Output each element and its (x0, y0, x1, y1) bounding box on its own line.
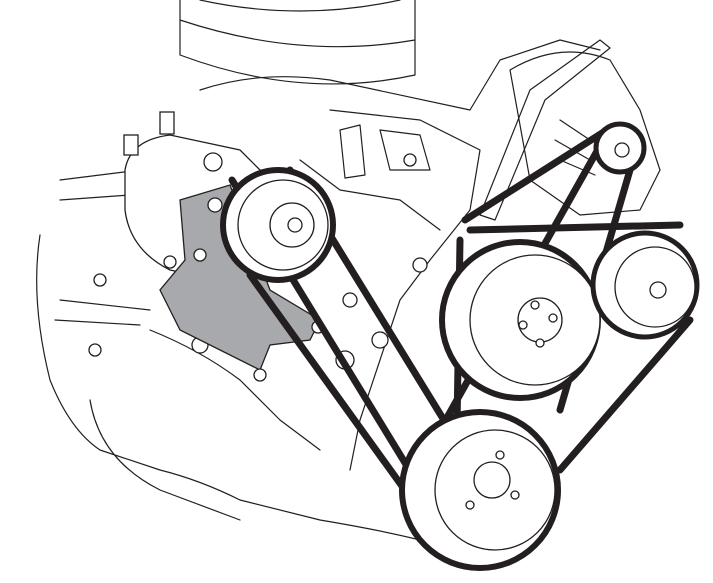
water-pump-pulley (439, 239, 601, 401)
compressor-pulley (220, 167, 336, 283)
alternator (479, 39, 661, 221)
power-steering-pulley (590, 230, 700, 340)
air-cleaner (179, 0, 416, 85)
alternator-pulley (593, 121, 647, 175)
engine-block (36, 39, 601, 541)
crankshaft-pulley (399, 409, 561, 571)
